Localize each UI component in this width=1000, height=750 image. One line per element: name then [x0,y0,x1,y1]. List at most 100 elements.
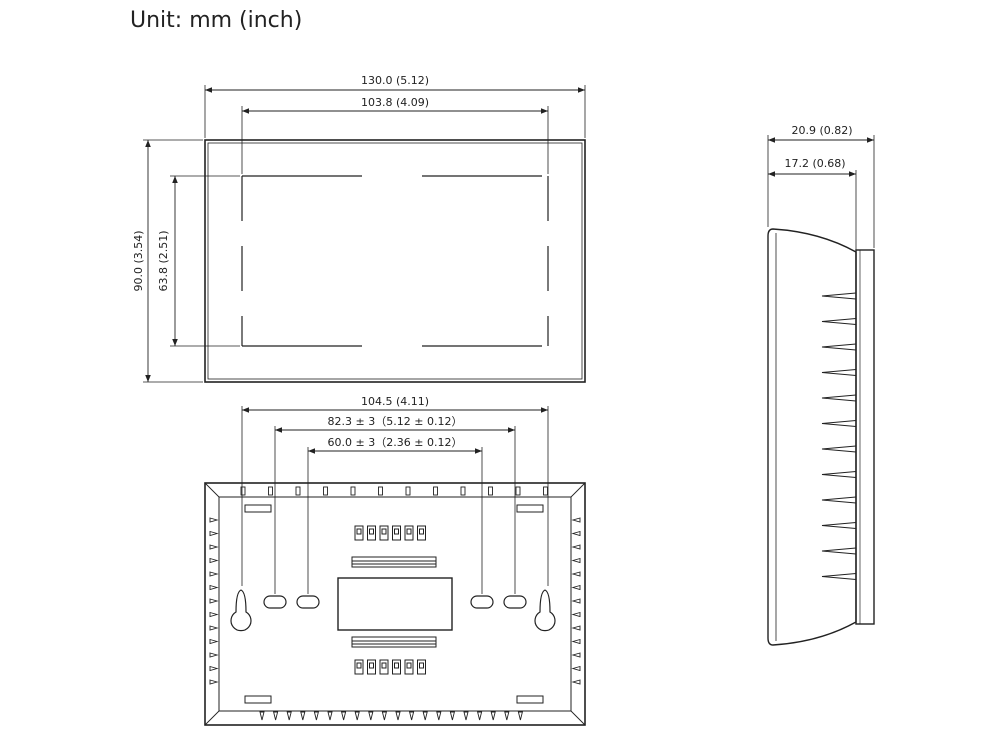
vent-tooth-left [209,638,219,645]
oblong-hole-mid-left [263,595,287,609]
vent-tooth-left [209,652,219,658]
terminal-screw [406,662,412,669]
vent-fin [821,547,857,555]
clip-tab [378,486,383,496]
vent-tooth-left [209,611,219,618]
vent-tooth-right [571,625,581,631]
terminal [392,659,401,675]
vent-tooth-bottom [273,711,279,721]
vent-tooth-right [571,611,581,618]
terminal [367,659,376,675]
clip-tab [543,486,548,496]
clip-tab [433,486,438,496]
vent-tooth-bottom [504,711,510,721]
terminal-screw [419,662,424,669]
vent-tooth-bottom [368,711,374,721]
vent-tooth-bottom [449,711,455,721]
back-view [204,406,586,726]
vent-tooth-right [571,679,581,685]
vent-tooth-bottom [300,711,306,721]
label-body-depth: 17.2 (0.68) [784,157,845,170]
vent-tooth-bottom [409,711,415,721]
label-screen-height: 63.8 (2.51) [157,230,170,291]
back-inner-frame [218,496,572,712]
vent-fin [821,369,857,376]
terminal-screw [394,528,399,535]
side-front-panel [855,249,875,625]
clip-tab [488,486,493,496]
clip-tab [515,486,521,496]
front-view [143,85,586,383]
vent-tooth-right [571,638,581,645]
terminal-screw [406,528,412,535]
terminal-screw [381,528,387,535]
terminal [417,659,426,675]
label-inner-hole-spacing: 60.0 ± 3（2.36 ± 0.12） [328,436,463,449]
vent-fin [821,573,857,580]
slot-bottom-left [244,695,272,704]
vent-tooth-right [571,598,581,604]
vent-tooth-left [209,625,219,631]
vent-tooth-right [571,652,581,658]
vent-tooth-bottom [286,711,292,721]
terminal [404,525,414,541]
clip-tab [350,486,356,496]
bottom-ventilation-teeth [259,711,523,721]
terminal-screw [381,662,387,669]
terminal [417,525,426,541]
vent-tooth-left [209,557,219,564]
vent-tooth-left [209,544,219,550]
bevel-corners [204,482,586,726]
clip-tab [295,486,301,496]
terminal [354,659,364,675]
terminal-screw [356,528,362,535]
vent-tooth-left [209,571,219,577]
screen-area-outline [241,175,549,347]
clip-tab [240,486,246,496]
connector-strip-lower [351,636,437,648]
label-overall-width: 130.0 (5.12) [361,74,429,87]
unit-title: Unit: mm (inch) [130,8,303,33]
label-overall-depth: 20.9 (0.82) [791,124,852,137]
vent-tooth-right [571,530,581,537]
vent-tooth-bottom [341,711,347,721]
vent-tooth-bottom [436,711,442,721]
terminal [379,659,389,675]
terminal [379,525,389,541]
terminal-screw [419,528,424,535]
clip-tab [323,486,328,496]
side-ventilation-fins [821,292,857,580]
vent-tooth-right [571,517,581,523]
vent-tooth-right [571,584,581,591]
terminal-block-upper [354,525,426,541]
vent-fin [821,318,857,325]
side-view [767,135,875,646]
terminal [392,525,401,541]
vent-tooth-bottom [313,711,319,721]
side-ventilation-teeth [209,517,581,685]
front-outer-frame [204,139,586,383]
terminal-screw [394,662,399,669]
side-body-outline [767,228,857,646]
back-outer-frame [204,482,586,726]
connector-strip-upper [351,556,437,568]
front-inner-frame [207,142,583,380]
terminal-block-lower [354,659,426,675]
label-outer-hole-spacing: 104.5 (4.11) [361,395,429,408]
clip-tab [268,486,273,496]
vent-tooth-left [209,584,219,591]
vent-tooth-bottom [381,711,387,721]
label-screen-width: 103.8 (4.09) [361,96,429,109]
vent-tooth-bottom [517,711,523,721]
vent-tooth-left [209,598,219,604]
slot-top-left [244,504,272,513]
terminal-screw [369,662,374,669]
vent-tooth-bottom [463,711,469,721]
slot-bottom-right [516,695,544,704]
keyhole-right [534,589,556,632]
oblong-hole-mid-right [503,595,527,609]
oblong-hole-inner-left [296,595,320,609]
vent-tooth-bottom [327,711,333,721]
oblong-hole-inner-right [470,595,494,609]
vent-tooth-right [571,557,581,564]
